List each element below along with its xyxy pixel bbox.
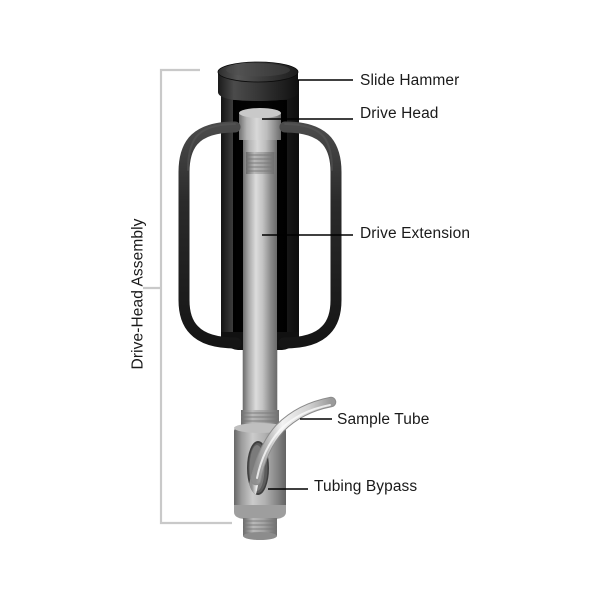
label-sample-tube: Sample Tube [337, 411, 430, 428]
drive-extension-lower [241, 345, 279, 430]
label-tubing-bypass: Tubing Bypass [314, 478, 418, 495]
label-drive-extension: Drive Extension [360, 225, 471, 242]
leader-lines [262, 79, 353, 490]
slide-hammer-cap [217, 61, 299, 101]
label-slide-hammer: Slide Hammer [360, 72, 460, 89]
drive-extension-inner [243, 150, 277, 350]
handle-left [178, 121, 242, 349]
assembly-bracket [143, 68, 232, 525]
sample-tube [250, 396, 337, 486]
label-drive-head-assembly: Drive-Head Assembly [129, 218, 147, 370]
drive-head-collar [239, 108, 281, 174]
label-drive-head: Drive Head [360, 105, 439, 122]
handle-right [278, 121, 342, 349]
